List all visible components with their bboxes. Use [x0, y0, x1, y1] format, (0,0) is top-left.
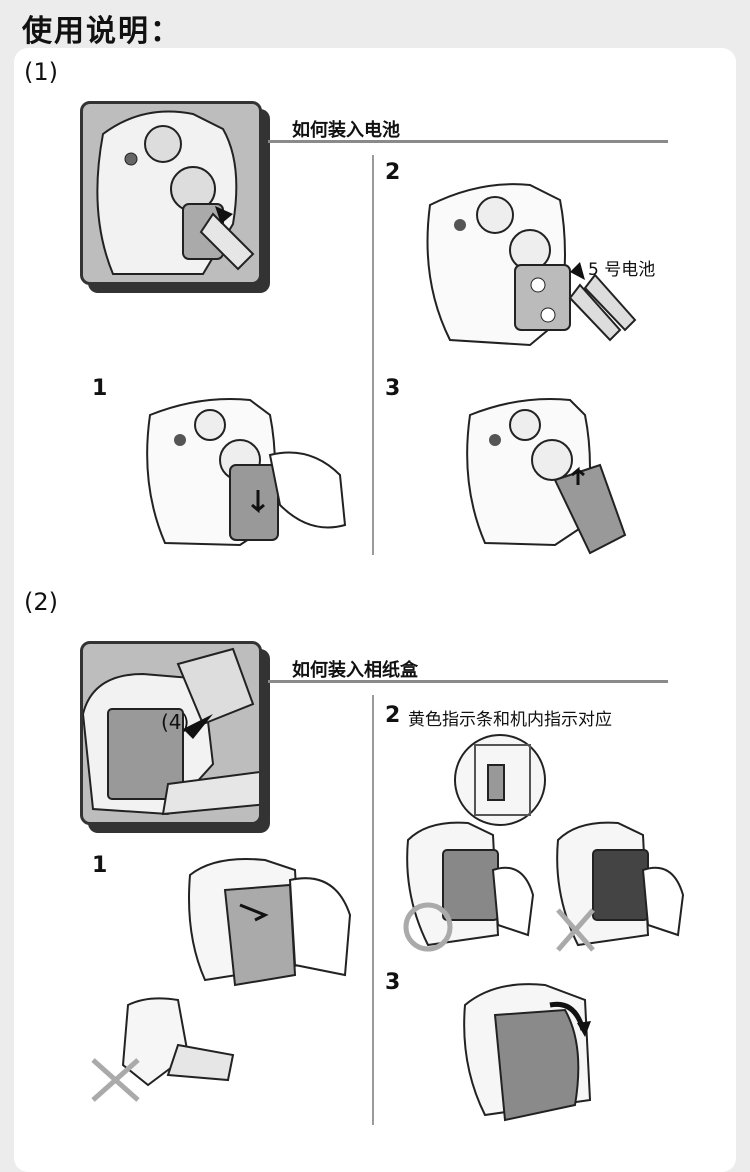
close-film-door-illustration: [463, 983, 592, 1122]
film-overview-badge: (4): [161, 710, 190, 734]
section-2-step-1-number: 1: [92, 853, 108, 878]
battery-insert-illustration: [426, 183, 637, 347]
section-1-heading: 如何装入电池: [292, 120, 400, 141]
wrong-open-illustration: [91, 997, 235, 1102]
section-2-label: (2): [24, 588, 58, 616]
film-overview-illustration: (4): [80, 641, 262, 825]
section-2-rule: [268, 680, 668, 683]
section-2-step-2-number: 2: [385, 703, 401, 728]
page-title: 使用说明：: [22, 14, 182, 49]
incorrect-insert-illustration: [556, 821, 685, 952]
section-1-step-3-number: 3: [385, 376, 401, 401]
section-1-label: (1): [24, 58, 58, 86]
section-1-rule: [268, 140, 668, 143]
section-2-heading: 如何装入相纸盒: [292, 660, 418, 681]
section-2-step-3-number: 3: [385, 970, 401, 995]
battery-type-label: 5 号电池: [588, 260, 656, 280]
indicator-detail-illustration: [454, 734, 546, 826]
section-2-step-2-note: 黄色指示条和机内指示对应: [408, 710, 612, 730]
section-1-step-1-number: 1: [92, 376, 108, 401]
open-film-door-illustration: [188, 858, 352, 987]
section-1-divider: [372, 155, 374, 555]
battery-overview-illustration: [80, 101, 262, 285]
section-1-step-2-number: 2: [385, 160, 401, 185]
correct-insert-illustration: [403, 821, 535, 952]
close-battery-cover-illustration: [466, 398, 627, 555]
open-battery-cover-illustration: [146, 398, 347, 547]
section-2-divider: [372, 695, 374, 1125]
